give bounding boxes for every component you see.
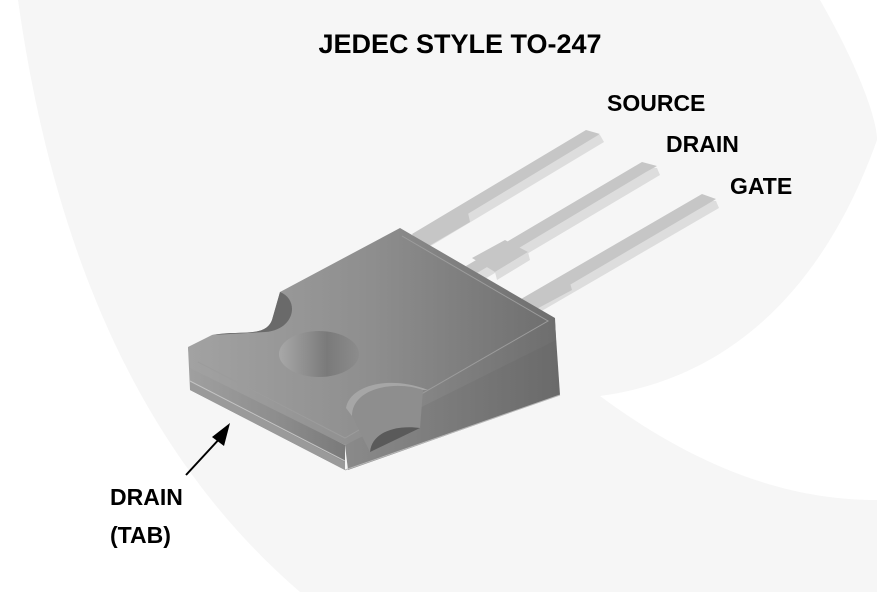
lead-source	[412, 130, 604, 250]
lead-label-gate: GATE	[730, 173, 793, 199]
lead-gate	[521, 194, 719, 316]
background-white-arc	[600, 140, 877, 500]
package-body	[188, 228, 561, 471]
background-swirl-cutout	[330, 0, 720, 47]
tab-label-line2: (TAB)	[110, 522, 171, 548]
lead-drain	[466, 162, 660, 283]
lead-label-source: SOURCE	[607, 90, 706, 116]
arrow-icon	[185, 423, 230, 476]
background-white-arc-top	[820, 0, 877, 55]
diagram-title: JEDEC STYLE TO-247	[318, 29, 602, 59]
mounting-hole	[279, 331, 359, 377]
tab-label-line1: DRAIN	[110, 484, 183, 510]
lead-label-drain: DRAIN	[666, 131, 739, 157]
